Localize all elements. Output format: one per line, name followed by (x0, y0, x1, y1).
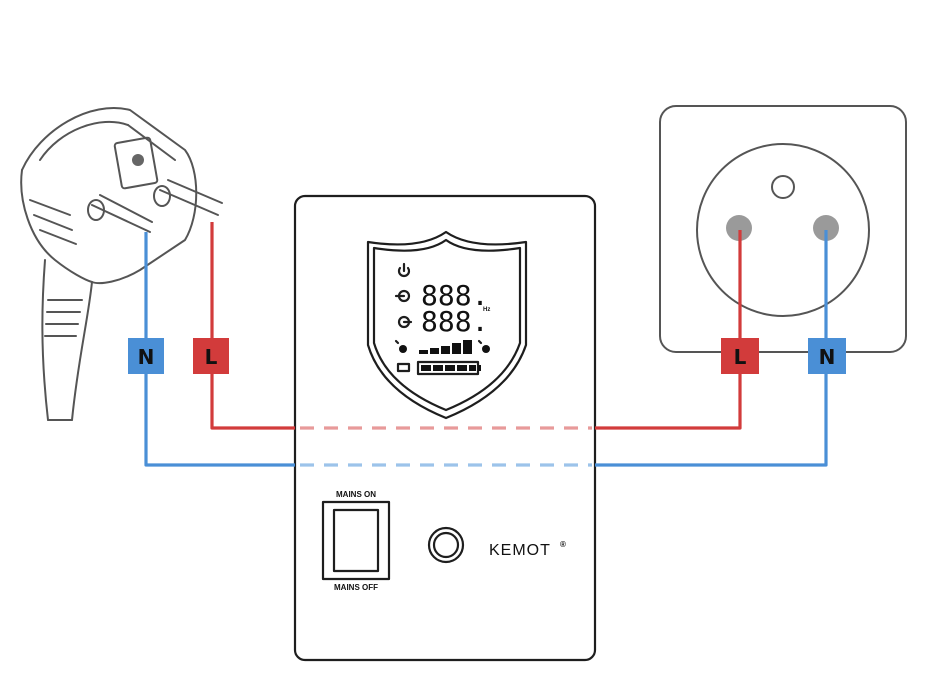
output-reading: 888. (421, 305, 488, 338)
brand-logo: KEMOT (489, 542, 551, 559)
plug-neutral-label: N (128, 338, 164, 374)
svg-text:N: N (138, 345, 155, 369)
unit-label: Hz (483, 307, 490, 313)
neutral-wire-in (144, 232, 295, 467)
wall-socket-icon (659, 105, 907, 353)
bulb-icon (477, 339, 490, 353)
round-button-icon[interactable] (427, 526, 465, 564)
live-wire-out (595, 230, 742, 430)
battery-icon (396, 362, 411, 373)
load-bars (419, 340, 472, 354)
input-reading: 888. (421, 279, 488, 312)
live-wire-in (210, 222, 295, 430)
switch-top-label: MAINS ON (336, 490, 376, 499)
socket-live-label: L (721, 338, 759, 374)
plug-live-label: L (193, 338, 229, 374)
svg-text:L: L (205, 345, 218, 369)
switch-bottom-label: MAINS OFF (334, 583, 378, 592)
output-icon (397, 315, 413, 329)
power-icon (397, 262, 411, 278)
svg-text:N: N (819, 345, 836, 369)
input-icon (394, 289, 411, 303)
plug-icon (20, 107, 223, 421)
brand-registered-mark: ® (560, 540, 566, 549)
neutral-wire-out (595, 230, 828, 467)
bulb-icon (394, 339, 407, 353)
shield-display: 888. Hz 888. (366, 230, 528, 420)
mains-switch-icon[interactable]: MAINS ON MAINS OFF (321, 490, 391, 592)
svg-text:L: L (734, 345, 747, 369)
socket-neutral-label: N (808, 338, 846, 374)
battery-level (416, 360, 481, 376)
